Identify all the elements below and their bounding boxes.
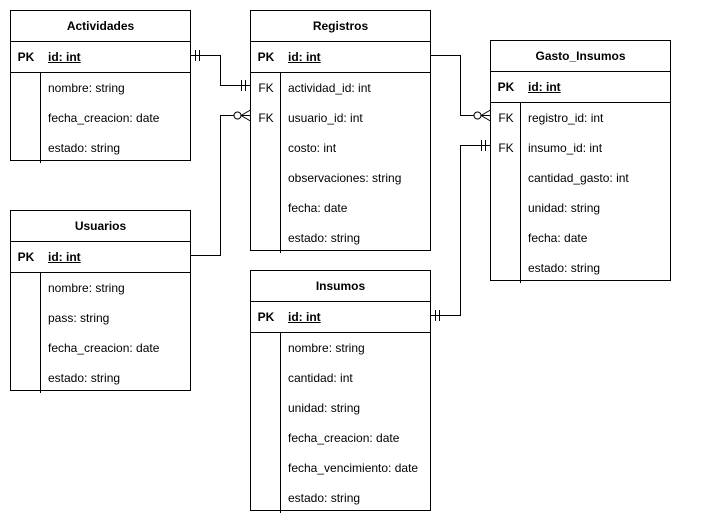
entity-insumos[interactable]: Insumos PK id: int nombre: string cantid… (250, 270, 431, 513)
entity-gasto-insumos[interactable]: Gasto_Insumos PK id: int FK registro_id:… (490, 40, 671, 283)
field-row[interactable]: fecha_creacion: date (11, 103, 190, 133)
field-label: fecha: date (528, 231, 588, 245)
relation-registros-gastoinsumos (430, 55, 491, 116)
field-label: nombre: string (48, 81, 125, 95)
relation-usuarios-registros (190, 115, 251, 256)
pk-label: PK (17, 250, 35, 264)
entity-registros[interactable]: Registros PK id: int FK actividad_id: in… (250, 10, 431, 253)
relation-insumos-gastoinsumos (430, 145, 491, 316)
field-list: nombre: string fecha_creacion: date esta… (11, 73, 190, 163)
key-column (251, 333, 281, 513)
key-column (251, 73, 281, 253)
field-row[interactable]: fecha: date (491, 223, 670, 253)
pk-row[interactable]: PK id: int (11, 42, 190, 73)
field-row[interactable]: fecha: date (251, 193, 430, 223)
field-label: estado: string (48, 141, 121, 155)
field-row[interactable]: estado: string (251, 483, 430, 513)
field-row[interactable]: FK actividad_id: int (251, 73, 430, 103)
field-label: usuario_id: int (288, 111, 363, 125)
field-list: nombre: string cantidad: int unidad: str… (251, 333, 430, 513)
key-label: FK (498, 141, 514, 155)
pk-field: id: int (288, 50, 321, 64)
field-label: cantidad_gasto: int (528, 171, 629, 185)
field-label: costo: int (288, 141, 337, 155)
entity-usuarios[interactable]: Usuarios PK id: int nombre: string pass:… (10, 210, 191, 393)
field-label: cantidad: int (288, 371, 353, 385)
field-row[interactable]: pass: string (11, 303, 190, 333)
pk-row[interactable]: PK id: int (251, 302, 430, 333)
entity-title: Actividades (11, 11, 190, 42)
pk-field: id: int (528, 80, 561, 94)
field-row[interactable]: cantidad: int (251, 363, 430, 393)
field-row[interactable]: costo: int (251, 133, 430, 163)
field-label: estado: string (288, 231, 361, 245)
field-label: fecha_creacion: date (288, 431, 400, 445)
relation-actividades-registros (190, 55, 251, 86)
field-label: fecha_creacion: date (48, 341, 160, 355)
pk-row[interactable]: PK id: int (11, 242, 190, 273)
field-row[interactable]: unidad: string (491, 193, 670, 223)
field-row[interactable]: FK usuario_id: int (251, 103, 430, 133)
field-row[interactable]: FK registro_id: int (491, 103, 670, 133)
field-row[interactable]: fecha_creacion: date (251, 423, 430, 453)
field-label: fecha: date (288, 201, 348, 215)
entity-title: Insumos (251, 271, 430, 302)
key-column (491, 103, 521, 283)
field-label: unidad: string (528, 201, 601, 215)
field-row[interactable]: estado: string (11, 133, 190, 163)
field-row[interactable]: cantidad_gasto: int (491, 163, 670, 193)
field-list: FK actividad_id: int FK usuario_id: int … (251, 73, 430, 253)
pk-field: id: int (48, 50, 81, 64)
key-column (11, 73, 41, 163)
field-label: fecha_vencimiento: date (288, 461, 419, 475)
field-row[interactable]: fecha_vencimiento: date (251, 453, 430, 483)
zero-marker (233, 111, 242, 120)
field-list: nombre: string pass: string fecha_creaci… (11, 273, 190, 393)
field-label: nombre: string (48, 281, 125, 295)
field-row[interactable]: nombre: string (11, 273, 190, 303)
field-label: fecha_creacion: date (48, 111, 160, 125)
field-row[interactable]: observaciones: string (251, 163, 430, 193)
field-row[interactable]: unidad: string (251, 393, 430, 423)
zero-marker (473, 111, 482, 120)
field-row[interactable]: FK insumo_id: int (491, 133, 670, 163)
pk-label: PK (257, 50, 275, 64)
pk-row[interactable]: PK id: int (491, 72, 670, 103)
many-marker (480, 109, 491, 122)
key-label: FK (258, 111, 274, 125)
field-label: estado: string (48, 371, 121, 385)
field-row[interactable]: estado: string (491, 253, 670, 283)
pk-field: id: int (288, 310, 321, 324)
pk-label: PK (497, 80, 515, 94)
field-row[interactable]: estado: string (11, 363, 190, 393)
field-row[interactable]: estado: string (251, 223, 430, 253)
pk-label: PK (257, 310, 275, 324)
field-label: registro_id: int (528, 111, 604, 125)
field-label: actividad_id: int (288, 81, 371, 95)
key-column (11, 273, 41, 393)
field-row[interactable]: nombre: string (11, 73, 190, 103)
many-marker (240, 109, 251, 122)
key-label: FK (498, 111, 514, 125)
pk-field: id: int (48, 250, 81, 264)
entity-title: Registros (251, 11, 430, 42)
key-label: FK (258, 81, 274, 95)
entity-title: Gasto_Insumos (491, 41, 670, 72)
field-label: observaciones: string (288, 171, 402, 185)
field-label: pass: string (48, 311, 110, 325)
entity-actividades[interactable]: Actividades PK id: int nombre: string fe… (10, 10, 191, 163)
pk-label: PK (17, 50, 35, 64)
field-label: unidad: string (288, 401, 361, 415)
entity-title: Usuarios (11, 211, 190, 242)
field-label: estado: string (528, 261, 601, 275)
pk-row[interactable]: PK id: int (251, 42, 430, 73)
field-row[interactable]: nombre: string (251, 333, 430, 363)
field-label: nombre: string (288, 341, 365, 355)
field-row[interactable]: fecha_creacion: date (11, 333, 190, 363)
field-label: estado: string (288, 491, 361, 505)
field-list: FK registro_id: int FK insumo_id: int ca… (491, 103, 670, 283)
field-label: insumo_id: int (528, 141, 603, 155)
